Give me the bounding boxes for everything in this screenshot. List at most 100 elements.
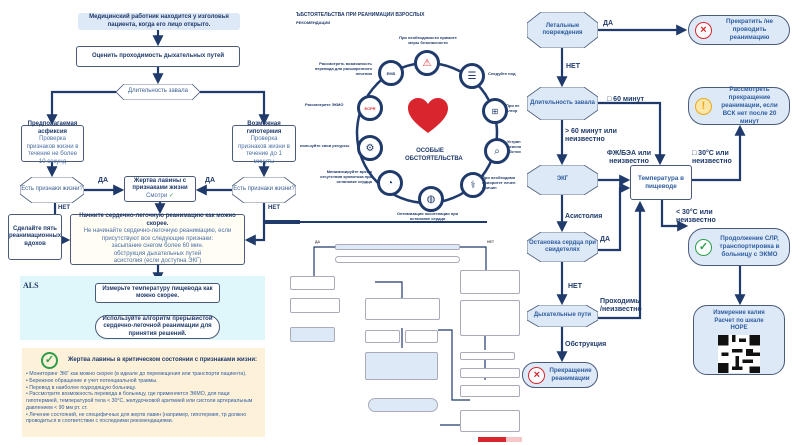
duration-text: Длительность завала [530, 99, 595, 106]
continue-text: Продолжение СЛР, транспортировка в больн… [719, 234, 780, 259]
ecg-decision: ЭКГ [527, 165, 598, 195]
intermittent-cpr-box: Используйте алгоритм прерывистой сердечн… [95, 315, 220, 339]
vf-label: ФЖ/БЭА или неизвестно [606, 150, 652, 166]
lethal-injuries-decision: Летальные повреждения [527, 12, 598, 48]
start-box: Медицинский работник находится у изголов… [78, 13, 240, 30]
ecpr-text: ECPR [364, 105, 376, 111]
signs-of-life-left: Есть признаки жизни? [20, 177, 84, 203]
mini-box [335, 256, 460, 263]
critical-title: Жертва лавины в критическом состоянии с … [68, 356, 258, 363]
rescue-breaths-box: Сделайте пять реанимационных вдохов [8, 214, 62, 260]
critical-item: • Лечение состояний, не специфичных для … [26, 411, 247, 425]
mini-yes: ДА [315, 240, 321, 244]
assess-airway-box: Оценить проходимость дыхательных путей [76, 46, 240, 67]
label-minimize: Минимизируйте время отсутствия кровотока… [320, 169, 372, 184]
burial-duration-decision: Длительность завала [527, 87, 598, 120]
x-circle-icon: × [695, 21, 712, 39]
check-circle-icon: ✓ [41, 352, 58, 369]
victim-title: Жертва лавины с признаками жизни [132, 177, 188, 192]
duration-text: Длительность завала [128, 88, 188, 95]
terminate-text: Прекращение реанимации [549, 366, 592, 382]
mini-box [405, 330, 438, 343]
le60-label: □ 60 минут [607, 96, 645, 103]
cpr-item: обструкция дыхательных путей [113, 250, 202, 257]
lt30-label: < 30°C или неизвестно [676, 209, 716, 225]
label-ecmo: Рассмотрите ЭКМО [305, 102, 344, 107]
duration-decision: Длительность завала [116, 84, 200, 100]
intermittent-cpr-text: Используйте алгоритм прерывистой сердечн… [102, 315, 213, 337]
airway-text: Дыхательные пути [533, 312, 592, 319]
patent-label: Проходимы /неизвестно [600, 298, 642, 314]
special-circumstances-title: ЪБСТОЯТЕЛЬСТВА ПРИ РЕАНИМАЦИИ ВЗРОСЛЫХ [296, 12, 425, 18]
check-icon: ✓ [168, 192, 174, 199]
continue-cpr-box: ✓ Продолжение СЛР, транспортировка в боль… [688, 228, 790, 266]
yes-label: ДА [600, 236, 611, 243]
mini-box [368, 398, 438, 412]
no-label: НЕТ [568, 283, 582, 290]
gt60-label: > 60 минут или неизвестно [565, 128, 617, 144]
doctors-icon: ⚕ [460, 172, 486, 198]
exclamation-icon: ! [695, 97, 712, 115]
hypothermia-title: Возможная гипотермия [246, 121, 282, 135]
victim-see: Смотри ✓ [146, 193, 174, 201]
mini-box [365, 298, 440, 320]
witnessed-text: Остановка сердца при свидетелях [528, 239, 596, 253]
warning-icon: ⚠ [414, 50, 440, 76]
terminate-resuscitation-box: ×Прекращение реанимации [522, 362, 598, 388]
signs-left-text: Есть признаки жизни? [21, 186, 83, 193]
critical-item: • Мониторинг ЭКГ как можно скорее (в иде… [26, 371, 247, 377]
label-resources: пользуйте свои ресурсы [300, 143, 350, 148]
ecg-text: ЭКГ [556, 176, 569, 183]
no-label: НЕТ [566, 63, 580, 70]
lethal-text: Летальные повреждения [542, 22, 583, 36]
ge30-label: □ 30°C или неизвестно [692, 150, 732, 166]
heart-icon [408, 98, 448, 133]
obstruction-label: Обструкция [565, 341, 607, 348]
yes-label-left: ДА [98, 177, 109, 184]
check-circle-icon: ✓ [695, 238, 712, 256]
qr-code-icon[interactable] [715, 334, 763, 374]
critical-item: • Рассмотрите возможность перевода в бол… [26, 391, 253, 411]
signs-right-text: Есть признаки жизни? [233, 186, 295, 193]
cpr-item: засыпание снегом более 60 мин. [111, 243, 204, 250]
checklist-icon: ☰ [459, 63, 485, 89]
label-eliminate: Устран неиспо обстоя [507, 139, 522, 154]
potassium-hope-box: Измерение калия Расчет по шкале HOPE [693, 305, 785, 375]
start-text: Медицинский работник находится у изголов… [89, 14, 229, 28]
no-label-left: НЕТ [58, 205, 70, 211]
stop-resuscitation-box: ×Прекратить /не проводить реанимацию [688, 15, 790, 45]
label-follow: Следуйте под [488, 71, 516, 76]
cpr-item: асистолия (если доступна ЭКГ) [113, 258, 202, 265]
mini-box [365, 330, 400, 343]
mini-box [460, 352, 515, 360]
mini-box [460, 270, 520, 294]
magnifier-icon: ⌕ [484, 138, 510, 164]
airway-decision: Дыхательные пути [527, 305, 598, 327]
esophageal-temp-box: Температура в пищеводе [630, 165, 692, 200]
start-cpr-box: Начните сердечно-легочную реанимацию как… [70, 213, 245, 265]
algorithm-icon: ⊞ [482, 98, 508, 124]
mini-no: НЕТ [487, 240, 494, 244]
consider-text: Рассмотреть прекращение реанимации, если… [721, 85, 778, 126]
hypothermia-text: Проверка признаков жизни в течение до 1 … [238, 136, 290, 165]
critical-item: • Бережное обращение и учет потенциально… [26, 377, 158, 384]
cpr-timer-icon: ◔ [377, 170, 403, 196]
mini-box [335, 244, 460, 250]
label-oxygen: Оптимизация оксигенации при остановке се… [396, 211, 459, 221]
x-circle-icon: × [528, 366, 546, 384]
critical-victim-panel: ✓ Жертва лавины в критическом состоянии с… [22, 348, 265, 437]
asphyxia-text: Проверка признаков жизни в течение не бо… [26, 136, 79, 165]
mini-box [290, 276, 335, 290]
label-transfer: Рассмотреть возможность перевода для рас… [314, 61, 372, 76]
mini-box [460, 385, 520, 397]
witnessed-arrest-decision: Остановка сердца при свидетелях [527, 232, 598, 262]
measure-temp-box: Измерьте температуру пищевода как можно … [95, 283, 220, 303]
mini-box [460, 410, 520, 432]
label-algorithm: При не алгор [506, 103, 520, 113]
mini-box [290, 327, 335, 342]
critical-item: • Перевод в наиболее подходящую больницу… [26, 384, 137, 391]
cpr-title: Начните сердечно-легочную реанимацию как… [79, 213, 236, 227]
oxygen-icon: ◍ [418, 186, 444, 212]
